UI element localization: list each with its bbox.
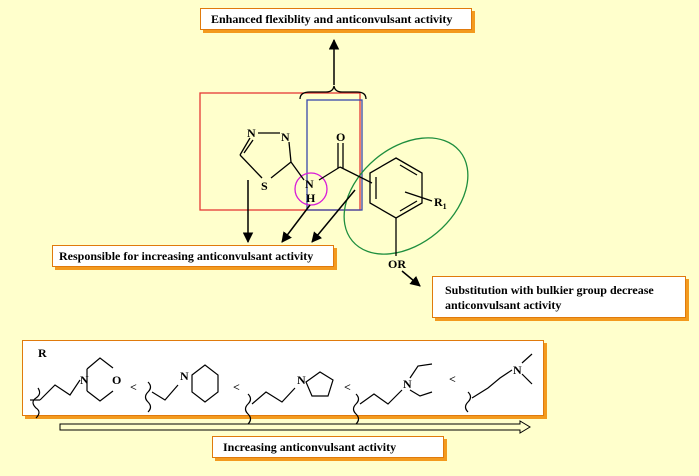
diethylamino-n: N	[403, 377, 412, 391]
increasing-activity-box: Increasing anticonvulsant activity	[212, 436, 444, 458]
r-series-title: R	[38, 346, 47, 360]
responsible-label: Responsible for increasing anticonvulsan…	[59, 249, 314, 263]
thiadiazole-s: S	[261, 179, 268, 193]
increasing-activity-label: Increasing anticonvulsant activity	[223, 440, 397, 454]
bulkier-group-label-line1: Substitution with bulkier group decrease	[445, 283, 654, 297]
amide-n: N	[305, 177, 314, 191]
diethylamino-group	[352, 363, 433, 425]
less-than-4: <	[449, 372, 456, 386]
dimethylamino-group	[464, 353, 533, 413]
phenyl-highlight-oval	[343, 137, 469, 255]
dimethylamino-n: N	[513, 363, 522, 377]
morpholine-n: N	[80, 373, 89, 387]
enhanced-flexibility-box: Enhanced flexiblity and anticonvulsant a…	[200, 8, 472, 30]
less-than-3: <	[344, 380, 351, 394]
bulkier-group-box: Substitution with bulkier group decrease…	[432, 276, 686, 318]
carbonyl-oxygen: O	[336, 130, 345, 144]
thiadiazole-highlight-box	[199, 92, 361, 211]
enhanced-flexibility-label: Enhanced flexiblity and anticonvulsant a…	[211, 12, 453, 26]
r1-substituent: R1	[434, 195, 447, 211]
thiadiazole-ring	[239, 132, 292, 179]
morpholine-group	[30, 357, 114, 419]
amide-h: H	[306, 191, 316, 205]
or-substituent: OR	[388, 257, 406, 271]
responsible-box: Responsible for increasing anticonvulsan…	[52, 245, 334, 267]
thiadiazole-n1: N	[247, 126, 256, 140]
nh-highlight-circle	[294, 172, 328, 206]
pyrrolidine-n: N	[297, 373, 306, 387]
r-series-box	[22, 340, 544, 416]
piperidine-n: N	[180, 369, 189, 383]
or-arrow	[401, 270, 421, 287]
bulkier-group-label-line2: anticonvulsant activity	[445, 298, 562, 312]
less-than-1: <	[130, 380, 137, 394]
amide-bonds	[290, 143, 373, 184]
nh-arrow	[281, 204, 311, 243]
less-than-2: <	[233, 380, 240, 394]
amide-highlight-box	[306, 99, 363, 211]
thiadiazole-n2: N	[281, 130, 290, 144]
flexibility-brace	[299, 85, 367, 100]
piperidine-group	[144, 364, 219, 413]
increasing-arrow	[59, 420, 531, 434]
pyrrolidine-group	[244, 371, 334, 425]
morpholine-o: O	[112, 373, 121, 387]
carbonyl-arrow	[311, 189, 356, 243]
phenyl-ring	[369, 157, 433, 256]
